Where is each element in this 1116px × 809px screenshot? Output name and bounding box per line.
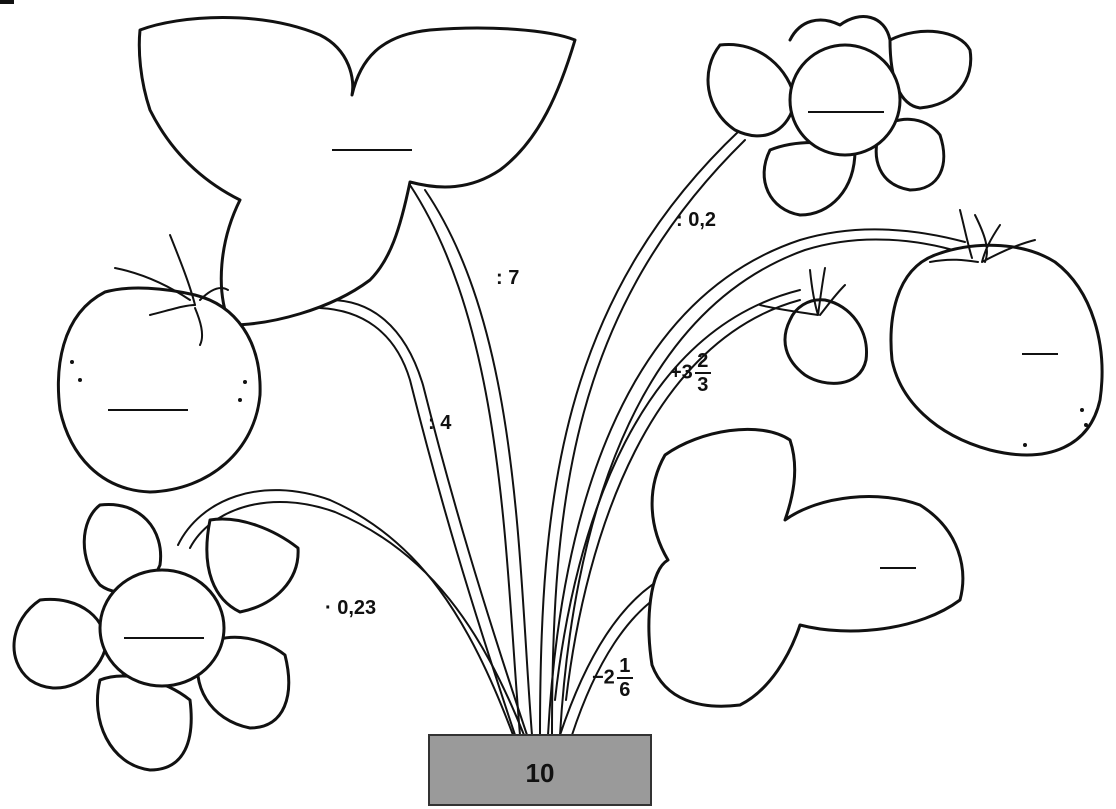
leaf-bottom-right: [649, 429, 963, 706]
operation-sign: +3: [670, 361, 693, 383]
operation-label-leaf-top: : 7: [496, 268, 519, 288]
operation-label-flower-bottom-left: · 0,23: [325, 598, 376, 618]
operation-label-strawberry-left: : 4: [428, 413, 451, 433]
strawberry-right: [891, 210, 1102, 455]
fraction-numerator: 1: [619, 655, 630, 677]
fraction-denominator: 3: [697, 374, 708, 396]
pot-start-value-box: 10: [428, 734, 652, 806]
operation-label-flower-top-right: : 0,2: [676, 210, 716, 230]
start-value: 10: [430, 758, 650, 789]
flower-top-right: [708, 17, 971, 215]
fraction-denominator: 6: [619, 679, 630, 701]
flower-bottom-left: [14, 504, 298, 770]
strawberry-small: [760, 268, 867, 383]
fraction-numerator: 2: [697, 350, 708, 372]
operation-sign: −2: [592, 666, 615, 688]
